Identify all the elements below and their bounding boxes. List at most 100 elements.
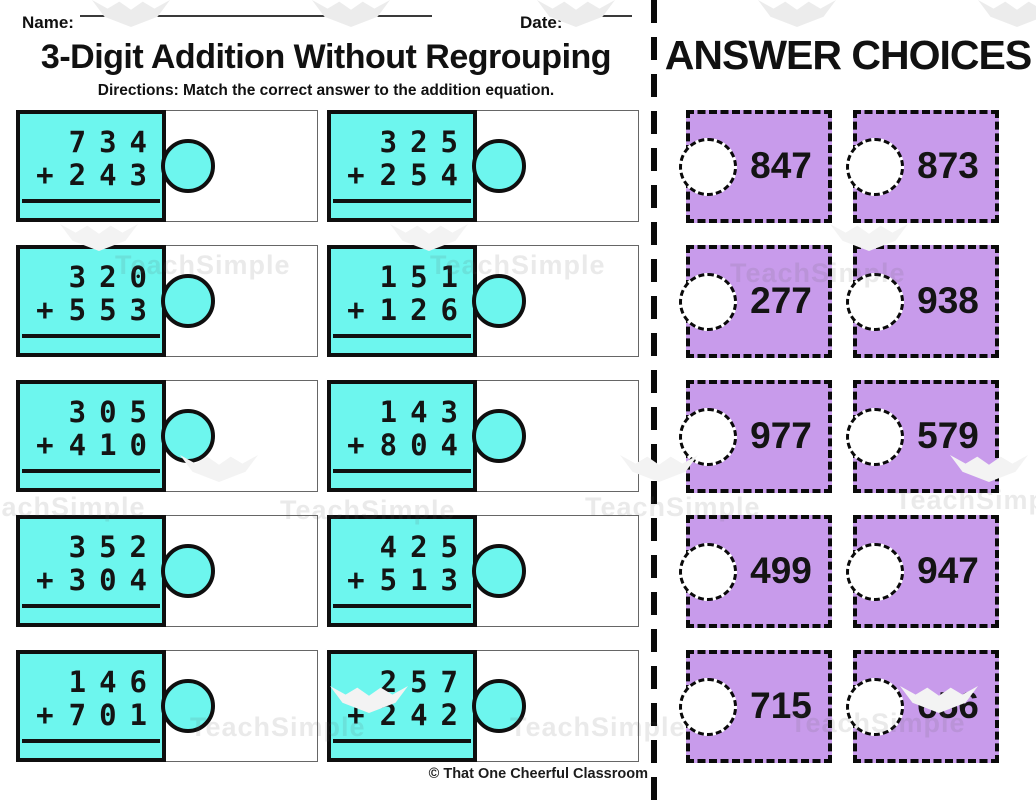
addition-equation: 352 +304 [22,531,160,608]
addition-equation: 143 +804 [333,396,471,473]
puzzle-socket [846,677,904,736]
puzzle-piece-problem: 352 +304 [16,515,215,627]
answer-value: 277 [750,279,812,321]
answer-choices-title: ANSWER CHOICES [664,32,1032,78]
puzzle-socket [679,272,737,331]
answer-piece-8: 947 [846,515,999,628]
answer-blank-area [167,516,317,626]
plus-sign: + [347,158,378,192]
puzzle-piece-problem: 325 +254 [327,110,526,222]
sum-line [22,199,160,203]
puzzle-socket [679,137,737,196]
puzzle-piece-problem: 146 +701 [16,650,215,762]
owl-watermark [978,0,1036,27]
addition-equation: 325 +254 [333,126,471,203]
problem-card-6: 143 +804 [327,380,639,492]
problem-card-1: 734 +243 [16,110,318,222]
addend-bottom: 804 [379,428,471,462]
addend-bottom: 513 [379,563,471,597]
sum-line [333,469,471,473]
plus-sign: + [36,563,67,597]
answer-piece-4: 938 [846,245,999,358]
addend-top: 320 [68,260,160,294]
plus-sign: + [347,293,378,327]
answer-blank-area [478,246,638,356]
date-label: Date: [520,13,563,32]
plus-sign: + [347,698,378,732]
addend-bottom: 304 [68,563,160,597]
problem-card-4: 151 +126 [327,245,639,357]
addend-top: 257 [379,665,471,699]
addition-equation: 151 +126 [333,261,471,338]
problem-card-5: 305 +410 [16,380,318,492]
puzzle-socket [679,542,737,601]
sum-line [22,334,160,338]
problem-card-8: 425 +513 [327,515,639,627]
puzzle-knob [472,274,526,328]
addend-top: 425 [379,530,471,564]
sum-line [333,604,471,608]
addend-top: 143 [379,395,471,429]
addend-top: 352 [68,530,160,564]
addend-bottom: 242 [379,698,471,732]
answer-blank-area [167,651,317,761]
puzzle-piece-problem: 257 +242 [327,650,526,762]
problem-card-3: 320 +553 [16,245,318,357]
answer-blank-area [478,381,638,491]
problem-card-9: 146 +701 [16,650,318,762]
addition-equation: 734 +243 [22,126,160,203]
addend-bottom: 410 [68,428,160,462]
addition-equation: 320 +553 [22,261,160,338]
puzzle-piece-problem: 143 +804 [327,380,526,492]
problem-card-2: 325 +254 [327,110,639,222]
sum-line [333,739,471,743]
answer-piece-10: 656 [846,650,999,763]
addition-equation: 257 +242 [333,666,471,743]
addition-equation: 146 +701 [22,666,160,743]
puzzle-piece-problem: 425 +513 [327,515,526,627]
answer-blank-area [478,651,638,761]
sum-line [22,604,160,608]
addition-equation: 425 +513 [333,531,471,608]
answer-value: 947 [917,549,979,591]
answer-piece-6: 579 [846,380,999,493]
sum-line [333,199,471,203]
puzzle-socket [679,407,737,466]
name-label: Name: [22,13,74,32]
puzzle-knob [472,679,526,733]
sum-line [22,739,160,743]
addend-bottom: 701 [68,698,160,732]
answer-blank-area [167,381,317,491]
plus-sign: + [36,293,67,327]
addend-top: 305 [68,395,160,429]
puzzle-socket [846,137,904,196]
puzzle-piece-problem: 320 +553 [16,245,215,357]
puzzle-socket [679,677,737,736]
addend-top: 151 [379,260,471,294]
addend-top: 146 [68,665,160,699]
answer-piece-3: 277 [679,245,832,358]
answer-blank-area [167,246,317,356]
date-blank-line [572,14,632,17]
answer-value: 579 [917,414,979,456]
answer-blank-area [478,516,638,626]
answer-value: 847 [750,144,812,186]
addend-bottom: 553 [68,293,160,327]
answers-grid: 847 873 277 938 977 579 499 947 [679,110,999,763]
problems-grid: 734 +243 325 +254 32 [16,110,639,762]
puzzle-piece-problem: 305 +410 [16,380,215,492]
answer-value: 656 [917,684,979,726]
puzzle-knob [472,544,526,598]
page-title: 3-Digit Addition Without Regrouping [40,38,612,76]
answer-value: 938 [917,279,979,321]
dashed-divider [651,0,657,800]
plus-sign: + [347,563,378,597]
puzzle-knob [161,274,215,328]
sum-line [22,469,160,473]
puzzle-socket [846,542,904,601]
plus-sign: + [36,428,67,462]
puzzle-knob [472,409,526,463]
answer-value: 977 [750,414,812,456]
puzzle-socket [846,407,904,466]
